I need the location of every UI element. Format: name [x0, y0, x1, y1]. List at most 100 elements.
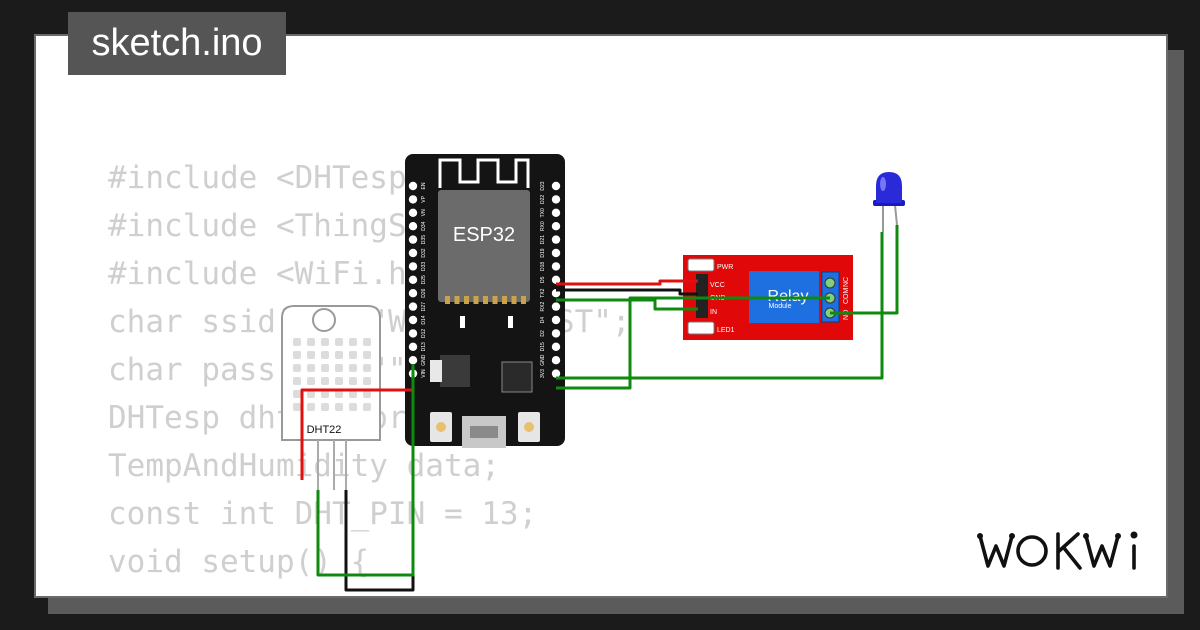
- grille-slot: [363, 390, 371, 398]
- led1-label: LED1: [717, 327, 735, 334]
- esp32-pin[interactable]: [408, 235, 418, 244]
- esp32-pin[interactable]: [551, 195, 561, 204]
- relay-vcc-wire[interactable]: [556, 279, 698, 286]
- esp32-pin[interactable]: [551, 248, 561, 258]
- esp32-pin[interactable]: [408, 222, 418, 231]
- boot-button-cap[interactable]: [436, 422, 446, 432]
- file-name-tab[interactable]: sketch.ino: [68, 12, 286, 75]
- grille-slot: [321, 364, 329, 372]
- esp32-pin[interactable]: [408, 195, 418, 204]
- esp32-pin-label: D13: [421, 342, 427, 351]
- module-pad: [464, 296, 469, 304]
- esp32-pin[interactable]: [408, 356, 418, 365]
- grille-slot: [293, 390, 301, 398]
- esp32-pin[interactable]: [551, 302, 561, 311]
- esp32-pin[interactable]: [408, 208, 418, 217]
- code-line: TempAndHumidity data;: [108, 448, 500, 484]
- esp32-pins[interactable]: ENVPVND34D35D32D33D25D26D27D14D12D13GNDV…: [408, 181, 561, 378]
- esp32-pin-label: VN: [421, 209, 427, 216]
- module-pad: [473, 296, 479, 304]
- blue-led[interactable]: [873, 172, 905, 232]
- esp32-pin[interactable]: [551, 315, 561, 325]
- esp32-pin[interactable]: [408, 342, 418, 351]
- code-line: const int DHT_PIN = 13;: [108, 496, 538, 532]
- esp32-pin-label: D19: [540, 248, 546, 257]
- reset-button-cap[interactable]: [524, 422, 534, 432]
- pwr-label: PWR: [717, 264, 733, 271]
- esp32-pin[interactable]: [408, 315, 418, 325]
- relay-gnd-wire[interactable]: [556, 288, 698, 296]
- esp32-pin[interactable]: [408, 248, 418, 258]
- esp32-pin-label: TX0: [540, 208, 546, 217]
- dht22-label: DHT22: [307, 424, 342, 436]
- esp32-pin[interactable]: [408, 262, 418, 271]
- relay-header: [696, 274, 708, 318]
- led-wire[interactable]: [556, 232, 884, 380]
- led-leg: [894, 204, 898, 226]
- esp32-pin-label: D14: [421, 315, 427, 324]
- grille-slot: [349, 377, 357, 385]
- board-marking: [508, 316, 513, 328]
- module-pad: [445, 296, 450, 304]
- dht-data-wire[interactable]: [316, 364, 415, 577]
- relay-signal-wire[interactable]: [556, 298, 698, 311]
- code-line: DHTesp dhtSensor;: [108, 400, 426, 436]
- grille-slot: [321, 390, 329, 398]
- esp32-pin[interactable]: [408, 181, 418, 191]
- module-pad: [492, 296, 498, 304]
- esp32-pin[interactable]: [551, 222, 561, 231]
- esp32-pin[interactable]: [408, 275, 418, 284]
- led-dome: [876, 172, 902, 203]
- esp32-pin[interactable]: [551, 356, 561, 365]
- dht22-sensor[interactable]: DHT22: [281, 305, 381, 490]
- grille-slot: [363, 364, 371, 372]
- grille-slot: [293, 364, 301, 372]
- esp32-pin-label: D21: [540, 235, 546, 244]
- grille-slot: [307, 364, 315, 372]
- esp32-pin-label: TX2: [540, 288, 546, 297]
- relay-com-led-wire[interactable]: [830, 225, 899, 315]
- module-pad: [483, 296, 488, 304]
- esp32-pin[interactable]: [408, 289, 418, 298]
- esp32-pin[interactable]: [551, 262, 561, 271]
- esp32-pin[interactable]: [551, 369, 561, 378]
- wires[interactable]: [300, 225, 899, 592]
- esp32-pin[interactable]: [551, 181, 561, 191]
- grille-slot: [335, 403, 343, 411]
- grille-slot: [349, 364, 357, 372]
- code-line: void setup() {: [108, 544, 370, 580]
- dht-vcc-wire[interactable]: [300, 388, 413, 480]
- led-highlight: [880, 177, 886, 191]
- wokwi-logo-icon: [977, 531, 1138, 570]
- grille-slot: [349, 351, 357, 359]
- esp32-pin-label: D4: [540, 317, 546, 324]
- grille-slot: [293, 338, 301, 346]
- grille-slot: [307, 377, 315, 385]
- relay-subtitle: Module: [769, 303, 792, 310]
- relay-in-wire[interactable]: [556, 296, 830, 390]
- esp32-pin[interactable]: [551, 235, 561, 244]
- grille-slot: [349, 338, 357, 346]
- grille-slot: [321, 351, 329, 359]
- esp32-pin-label: D33: [421, 262, 427, 271]
- grille-slot: [349, 390, 357, 398]
- grille-slot: [321, 338, 329, 346]
- esp32-pin[interactable]: [551, 208, 561, 217]
- esp32-pin-label: D15: [540, 342, 546, 351]
- esp32-pin[interactable]: [551, 275, 561, 284]
- esp32-board[interactable]: ESP32 ENVPVND34D35D32D33D25D26D27D14D12D…: [405, 154, 565, 448]
- esp32-pin-label: 3V3: [540, 369, 546, 378]
- module-pads: [445, 296, 526, 304]
- esp32-pin[interactable]: [408, 302, 418, 311]
- grille-slot: [335, 364, 343, 372]
- esp32-pin[interactable]: [408, 329, 418, 338]
- esp32-pin[interactable]: [551, 329, 561, 338]
- grille-slot: [293, 351, 301, 359]
- esp32-pin-label: D34: [421, 221, 427, 230]
- grille-slot: [363, 403, 371, 411]
- esp32-module: [438, 190, 530, 302]
- antenna-trace: [438, 158, 530, 188]
- module-pad: [511, 296, 517, 304]
- esp32-pin[interactable]: [551, 342, 561, 351]
